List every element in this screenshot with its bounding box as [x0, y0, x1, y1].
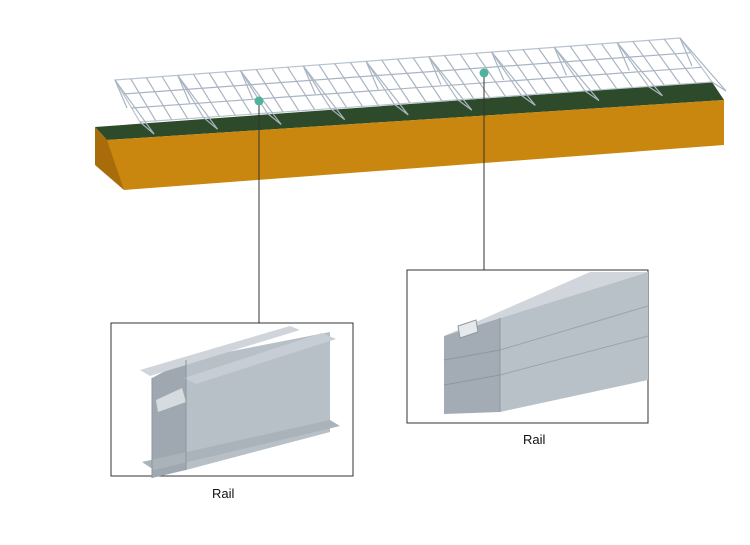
frame-grid — [123, 38, 702, 122]
frame-brace — [553, 46, 600, 101]
frame-brace — [365, 60, 409, 116]
frame-purlin — [349, 62, 379, 106]
frame-back-leg — [114, 79, 128, 109]
frame-front-leg — [330, 108, 346, 121]
frame-purlin — [287, 66, 316, 111]
ground-slab — [95, 82, 724, 190]
solar-mounting-frame — [113, 37, 727, 135]
frame-back-leg — [302, 65, 316, 95]
frame-brace — [428, 56, 473, 111]
frame-purlin — [444, 55, 475, 100]
frame-brace — [679, 37, 727, 92]
frame-purlin — [632, 41, 665, 86]
frame-purlin — [208, 72, 236, 116]
frame-purlin — [334, 63, 363, 107]
frame-back-leg — [365, 61, 379, 90]
frame-back-leg — [240, 70, 254, 99]
right-marker-dot — [479, 68, 489, 78]
frame-front-leg — [139, 121, 155, 135]
frame-purlin — [365, 61, 395, 105]
frame-back-leg — [616, 42, 630, 71]
frame-purlin — [396, 58, 427, 103]
frame-purlin — [491, 51, 522, 96]
frame-purlin — [538, 48, 570, 93]
frame-front-leg — [266, 112, 282, 125]
frame-purlin — [318, 64, 348, 108]
frame-back-leg — [491, 51, 505, 81]
frame-purlin — [177, 75, 205, 118]
ground-left-face — [95, 127, 124, 190]
frame-purlin — [459, 53, 491, 98]
frame-purlin — [192, 73, 220, 117]
frame-back-leg — [177, 75, 191, 104]
left-rail-caption: Rail — [212, 486, 235, 501]
frame-brace — [302, 65, 346, 121]
frame-purlin — [161, 76, 189, 119]
left-marker-dot — [254, 96, 264, 106]
ground-top-surface — [95, 82, 724, 140]
frame-rail — [123, 52, 691, 95]
frame-purlin — [130, 78, 157, 122]
frame-purlin — [616, 42, 649, 87]
frame-purlin — [302, 65, 332, 109]
frame-purlin — [255, 69, 284, 113]
frame-back-leg — [553, 47, 567, 76]
right-detail-box — [406, 269, 649, 424]
frame-back-leg — [679, 37, 693, 67]
frame-rail — [131, 66, 702, 109]
frame-purlin — [569, 45, 602, 91]
frame-brace — [491, 51, 536, 106]
frame-purlin — [224, 71, 252, 115]
ground-front-face — [95, 100, 724, 190]
frame-front-leg — [457, 99, 473, 111]
frame-purlin — [381, 59, 411, 104]
frame-brace — [177, 74, 219, 130]
frame-purlin — [428, 56, 459, 101]
frame-front-leg — [520, 94, 536, 106]
right-rail-caption: Rail — [523, 432, 546, 447]
frame-back-leg — [428, 56, 442, 85]
frame-purlin — [145, 77, 173, 121]
frame-brace — [616, 42, 663, 97]
frame-brace — [114, 79, 155, 135]
callout-leaders — [258, 73, 485, 323]
frame-purlin — [271, 68, 300, 112]
frame-front-leg — [584, 90, 600, 102]
rail-profile-h-icon — [140, 326, 340, 478]
frame-purlin — [663, 38, 697, 84]
frame-purlin — [522, 49, 554, 94]
frame-purlin — [412, 57, 443, 102]
frame-purlin — [240, 70, 268, 114]
frame-purlin — [506, 50, 538, 95]
frame-front-leg — [648, 85, 663, 97]
frame-purlin — [475, 52, 506, 97]
frame-purlin — [553, 46, 586, 92]
frame-purlin — [601, 43, 634, 88]
left-detail-box — [110, 322, 354, 478]
frame-purlin — [648, 39, 681, 85]
frame-front-leg — [393, 103, 409, 116]
rail-profile-slot-icon — [443, 272, 649, 414]
frame-purlin — [585, 44, 618, 90]
frame-front-leg — [203, 117, 218, 130]
frame-front-leg — [711, 81, 727, 92]
